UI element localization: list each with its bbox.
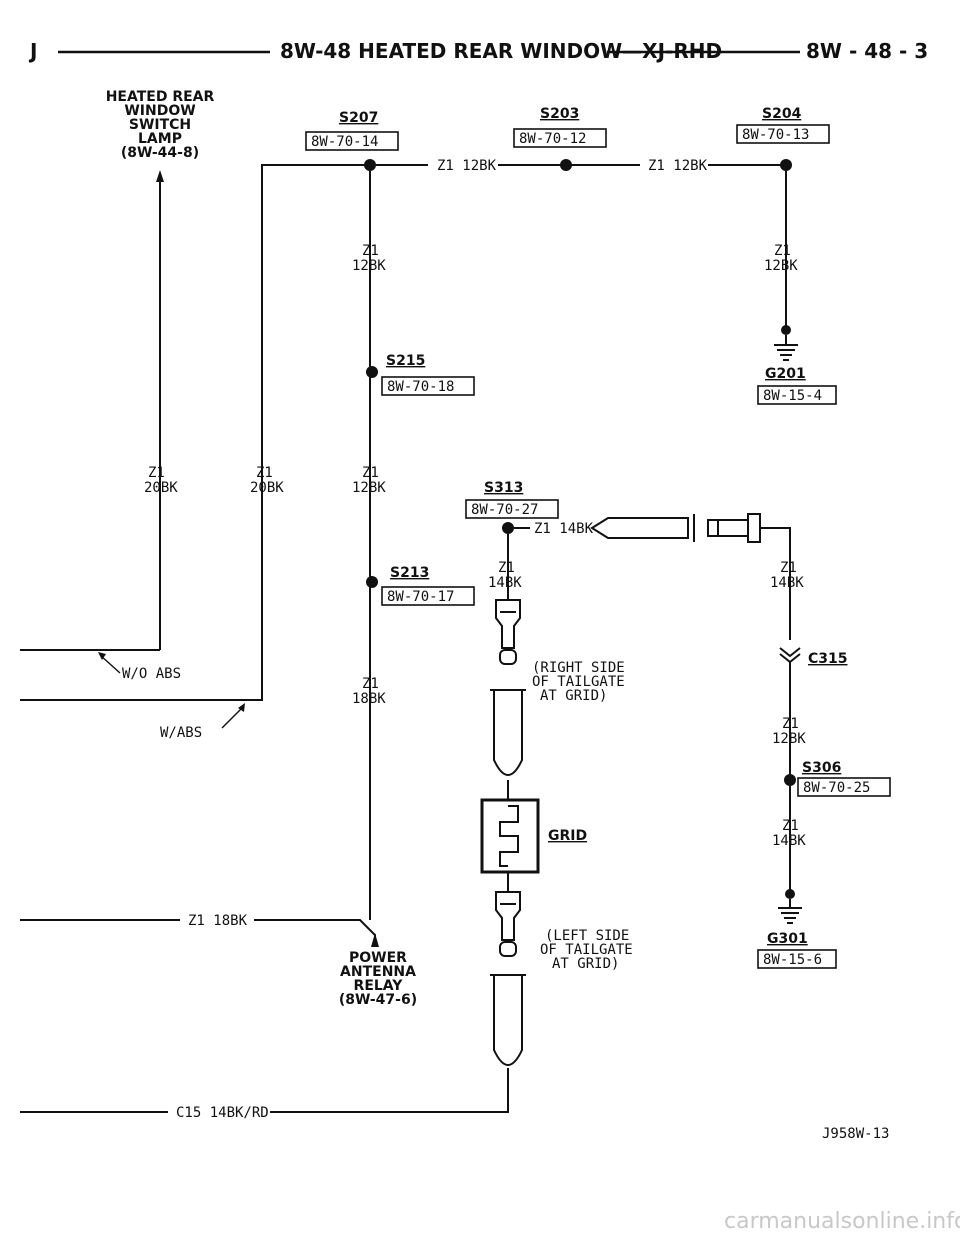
wo-abs-arrow-icon — [98, 652, 106, 660]
svg-text:8W-70-18: 8W-70-18 — [387, 379, 454, 395]
svg-text:S213: S213 — [390, 565, 429, 581]
power-antenna-relay-label: POWER ANTENNA RELAY (8W-47-6) — [339, 950, 417, 1008]
label-12bk-i: 12BK — [772, 731, 806, 747]
splice-s313: S313 8W-70-27 — [465, 480, 559, 534]
svg-text:S207: S207 — [339, 110, 378, 126]
svg-text:LAMP: LAMP — [138, 131, 182, 147]
wire-c15 — [20, 1068, 509, 1113]
label-wo-abs: W/O ABS — [122, 666, 181, 682]
splice-s204: S204 8W-70-13 — [736, 106, 830, 171]
label-z1-b: Z1 — [256, 465, 273, 481]
label-z1-i: Z1 — [782, 716, 799, 732]
svg-text:G201: G201 — [765, 366, 806, 382]
wo-abs-pointer — [99, 654, 121, 674]
svg-text:S203: S203 — [540, 106, 579, 122]
splice-s213: S213 8W-70-17 — [366, 565, 475, 606]
svg-text:OF TAILGATE: OF TAILGATE — [540, 942, 633, 958]
label-z1-a: Z1 — [148, 465, 165, 481]
svg-text:AT GRID): AT GRID) — [552, 956, 619, 972]
svg-text:WINDOW: WINDOW — [124, 103, 195, 119]
label-c15: C15 14BK/RD — [176, 1105, 269, 1121]
label-20bk-b: 20BK — [250, 480, 284, 496]
ground-g201: G201 8W-15-4 — [757, 325, 837, 405]
wire-w-abs — [20, 164, 370, 701]
header-right: 8W - 48 - 3 — [806, 39, 928, 63]
w-abs-arrow-icon — [238, 703, 245, 712]
label-14bk-h: 14BK — [770, 575, 804, 591]
svg-text:8W-70-25: 8W-70-25 — [803, 780, 870, 796]
label-z1-14bk: Z1 14BK — [534, 521, 594, 537]
svg-text:S204: S204 — [762, 106, 802, 122]
svg-text:(LEFT SIDE: (LEFT SIDE — [545, 928, 629, 944]
svg-text:8W-70-12: 8W-70-12 — [519, 131, 586, 147]
left-side-terminal — [490, 891, 526, 1066]
label-z1-j: Z1 — [782, 818, 799, 834]
svg-text:8W-70-17: 8W-70-17 — [387, 589, 454, 605]
label-z1-d: Z1 — [362, 243, 379, 259]
watermark: carmanualsonline.info — [724, 1209, 960, 1234]
right-side-label: (RIGHT SIDE OF TAILGATE AT GRID) — [532, 660, 625, 704]
switch-arrow-icon — [156, 170, 164, 182]
svg-text:8W-15-4: 8W-15-4 — [763, 388, 822, 404]
svg-text:SWITCH: SWITCH — [129, 117, 191, 133]
svg-text:8W-70-27: 8W-70-27 — [471, 502, 538, 518]
svg-text:8W-15-6: 8W-15-6 — [763, 952, 822, 968]
switch-lamp-label: HEATED REAR WINDOW SWITCH LAMP (8W-44-8) — [106, 89, 215, 161]
grid-element: GRID — [480, 798, 587, 874]
label-12bk-d: 12BK — [352, 258, 386, 274]
label-z1-g: Z1 — [498, 560, 515, 576]
tailgate-connector-male — [590, 517, 689, 539]
left-side-label: (LEFT SIDE OF TAILGATE AT GRID) — [540, 928, 633, 972]
label-14bk-j: 14BK — [772, 833, 806, 849]
label-12bk-e: 12BK — [352, 480, 386, 496]
svg-text:OF TAILGATE: OF TAILGATE — [532, 674, 625, 690]
svg-text:C315: C315 — [808, 651, 848, 667]
label-z1-18bk: Z1 18BK — [188, 913, 248, 929]
svg-text:8W-70-14: 8W-70-14 — [311, 134, 378, 150]
label-z1-c: Z1 — [774, 243, 791, 259]
label-z1-12bk-b: Z1 12BK — [648, 158, 708, 174]
splice-s306: S306 8W-70-25 — [784, 760, 891, 797]
label-z1-12bk-a: Z1 12BK — [437, 158, 497, 174]
figure-id: J958W-13 — [822, 1126, 889, 1142]
svg-text:G301: G301 — [767, 931, 808, 947]
splice-s215: S215 8W-70-18 — [366, 353, 475, 396]
svg-text:POWER: POWER — [349, 950, 407, 966]
svg-text:8W-70-13: 8W-70-13 — [742, 127, 809, 143]
w-abs-pointer — [221, 707, 243, 729]
svg-text:S313: S313 — [484, 480, 523, 496]
ground-g301: G301 8W-15-6 — [757, 889, 837, 969]
svg-text:AT GRID): AT GRID) — [540, 688, 607, 704]
svg-text:S306: S306 — [802, 760, 841, 776]
label-20bk-a: 20BK — [144, 480, 178, 496]
tailgate-connector-female — [707, 513, 791, 548]
svg-text:GRID: GRID — [548, 828, 587, 844]
splice-s203: S203 8W-70-12 — [513, 106, 607, 171]
label-z1-e: Z1 — [362, 465, 379, 481]
svg-text:RELAY: RELAY — [354, 978, 404, 994]
right-side-terminal — [490, 599, 526, 776]
splice-s207: S207 8W-70-14 — [305, 110, 399, 171]
svg-text:S215: S215 — [386, 353, 425, 369]
label-12bk-c: 12BK — [764, 258, 798, 274]
svg-text:HEATED REAR: HEATED REAR — [106, 89, 215, 105]
svg-text:(RIGHT SIDE: (RIGHT SIDE — [532, 660, 625, 676]
relay-arrow-icon — [371, 933, 379, 947]
label-14bk-g: 14BK — [488, 575, 522, 591]
label-z1-h: Z1 — [780, 560, 797, 576]
svg-text:ANTENNA: ANTENNA — [340, 964, 416, 980]
label-z1-f: Z1 — [362, 676, 379, 692]
svg-text:(8W-44-8): (8W-44-8) — [121, 145, 199, 161]
header-left: J — [28, 39, 37, 63]
svg-text:(8W-47-6): (8W-47-6) — [339, 992, 417, 1008]
label-18bk-f: 18BK — [352, 691, 386, 707]
label-w-abs: W/ABS — [160, 725, 202, 741]
